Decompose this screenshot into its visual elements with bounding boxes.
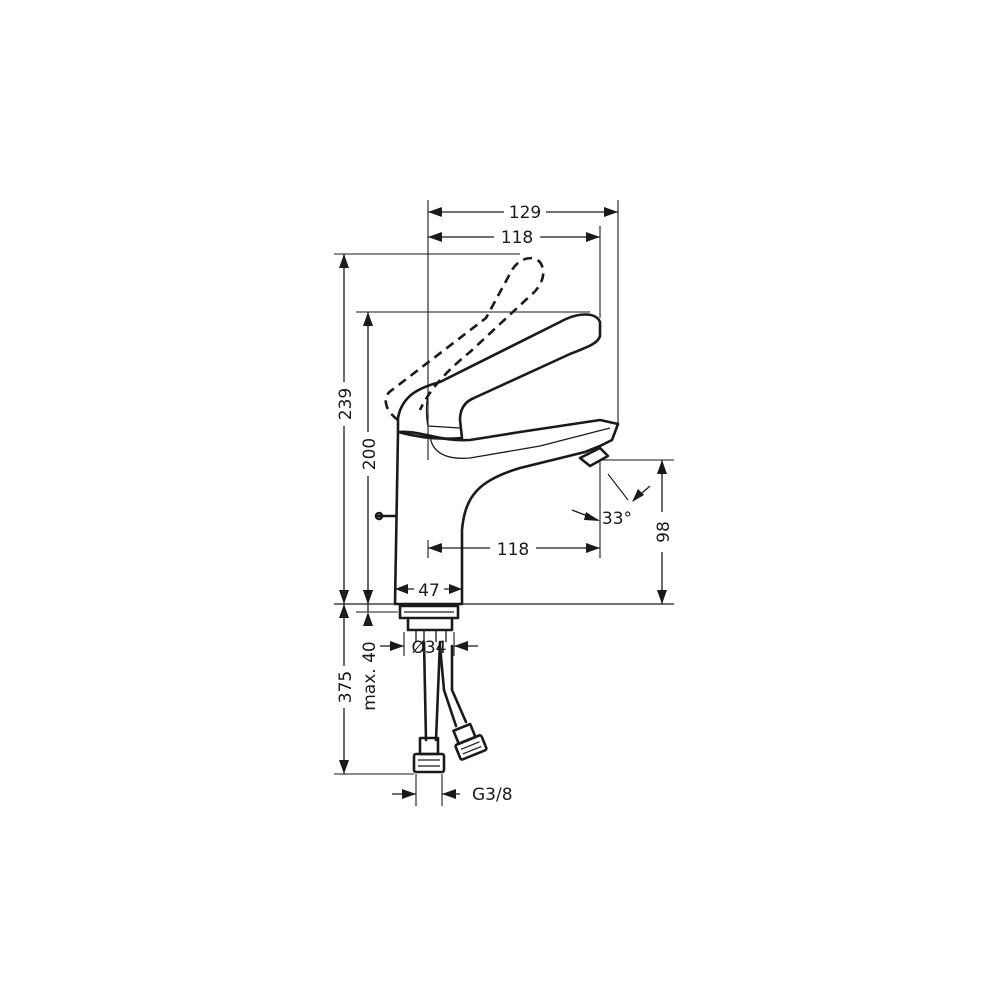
dimension-98: 98: [651, 460, 674, 604]
dimension-label-33deg: 33°: [602, 509, 632, 529]
dimension-label-98: 98: [654, 521, 674, 543]
dimension-label-47: 47: [418, 581, 440, 601]
dimension-118-handle: 118: [428, 226, 600, 248]
mounting-assembly: [398, 604, 488, 774]
dimension-label-118-bottom: 118: [497, 540, 529, 560]
dimension-129: 129: [428, 200, 618, 223]
dimension-diameter-34: Ø34: [380, 638, 478, 658]
dimension-max-40: max. 40: [360, 590, 380, 711]
dimension-g3-8: G3/8: [392, 785, 513, 805]
faucet-outline: [374, 256, 620, 606]
dimension-118-spout: 118: [428, 537, 600, 560]
dimension-label-118-top: 118: [501, 228, 533, 248]
dimension-label-max-40: max. 40: [360, 641, 380, 710]
dimension-200: 200: [357, 312, 380, 604]
dimension-239: 239: [333, 254, 356, 604]
dimension-label-239: 239: [336, 388, 356, 420]
dimension-label-129: 129: [509, 203, 541, 223]
dimension-47: 47: [395, 578, 462, 601]
extension-lines: [334, 200, 674, 806]
dimension-label-diameter-34: Ø34: [411, 638, 446, 658]
dimension-label-g3-8: G3/8: [472, 785, 513, 805]
dimension-label-375: 375: [336, 671, 356, 703]
dimension-angle-33: 33°: [571, 485, 651, 529]
dimension-375: 375: [333, 604, 356, 774]
dimension-label-200: 200: [360, 438, 380, 470]
